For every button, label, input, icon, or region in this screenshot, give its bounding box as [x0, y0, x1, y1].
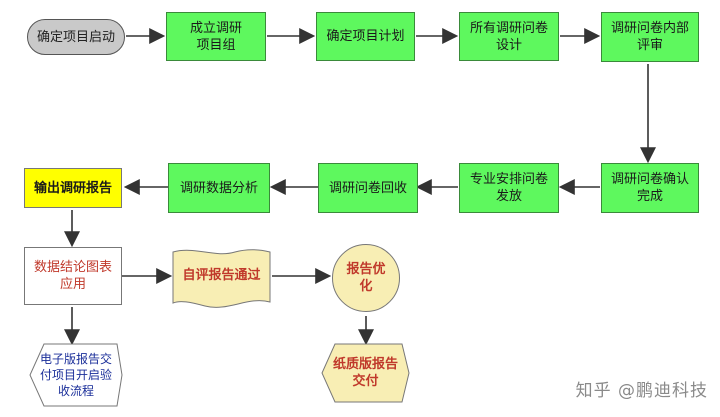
paper-label: 纸质版报告 交付 [332, 357, 398, 389]
design-node: 所有调研问卷 设计 [459, 12, 559, 61]
electronic-label: 电子版报告交 付项目开启验 收流程 [39, 352, 112, 398]
watermark: 知乎 @鹏迪科技 [575, 381, 708, 401]
self-review-label: 自评报告通过 [182, 267, 261, 283]
analyze-node: 调研数据分析 [168, 163, 270, 213]
confirm-node: 调研问卷确认 完成 [601, 163, 699, 213]
electronic-display-shape [29, 343, 123, 407]
start-node: 确定项目启动 [27, 19, 125, 55]
plan-node: 确定项目计划 [316, 12, 415, 61]
review-node: 调研问卷内部 评审 [601, 12, 699, 62]
distribute-node: 专业安排问卷 发放 [459, 163, 559, 213]
conclusion-node: 数据结论图表 应用 [24, 247, 122, 305]
optimize-node: 报告优 化 [332, 244, 400, 312]
collect-node: 调研问卷回收 [318, 163, 418, 213]
report-node: 输出调研报告 [24, 168, 122, 208]
form-team-node: 成立调研 项目组 [166, 12, 266, 61]
paper-display-shape [321, 343, 410, 403]
self-review-document-shape [172, 249, 271, 308]
